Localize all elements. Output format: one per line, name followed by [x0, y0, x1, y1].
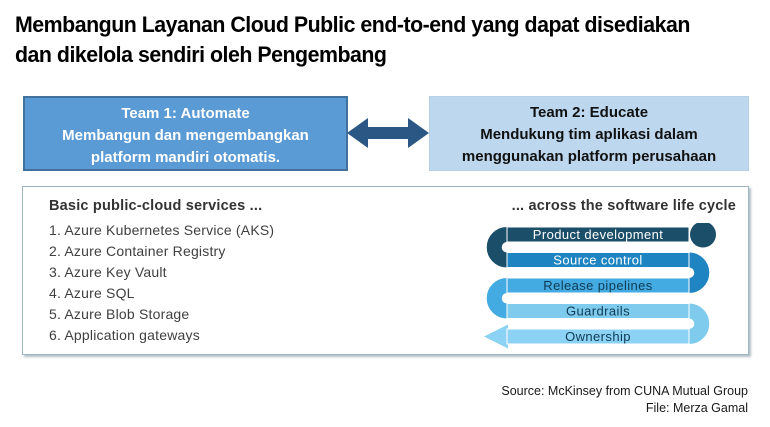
stage-bar-product-development	[506, 226, 690, 243]
team2-title: Team 2: Educate	[529, 104, 649, 121]
team1-line1: Membangun dan mengembangkan	[62, 127, 309, 144]
stage-bar-guardrails	[506, 303, 690, 319]
stage-label: Ownership	[565, 329, 631, 344]
list-item: 5. Azure Blob Storage	[49, 305, 190, 322]
snake-start-dot	[690, 223, 716, 248]
stage-label: Guardrails	[566, 304, 630, 319]
footer-source: Source: McKinsey from CUNA Mutual Group	[501, 384, 748, 398]
uturn-right-1	[688, 252, 710, 293]
footer: Source: McKinsey from CUNA Mutual Group …	[501, 383, 748, 416]
lifecycle-snake-diagram: Product development Source control Relea…	[484, 223, 716, 349]
double-arrow-icon	[347, 118, 429, 148]
stage-label: Source control	[553, 253, 642, 268]
team2-box: Team 2: Educate Mendukung tim aplikasi d…	[429, 96, 749, 171]
stage-bar-ownership	[506, 328, 690, 345]
uturn-left-1	[486, 227, 508, 268]
footer-file: File: Merza Gamal	[645, 400, 748, 415]
list-item: 2. Azure Container Registry	[49, 242, 226, 259]
stage-label: Release pipelines	[543, 278, 653, 293]
list-item: 6. Application gateways	[49, 326, 200, 343]
uturn-left-2	[486, 278, 508, 319]
team2-line1: Mendukung tim aplikasi dalam	[480, 126, 698, 143]
slide-title-line2: dan dikelola sendiri oleh Pengembang	[15, 42, 387, 67]
lifecycle-header: ... across the software life cycle	[511, 198, 736, 214]
stage-label: Product development	[533, 227, 663, 242]
stage-bar-release-pipelines	[506, 277, 690, 294]
slide-title: Membangun Layanan Cloud Public end-to-en…	[15, 10, 741, 70]
uturn-right-2	[688, 303, 710, 344]
content-panel: Basic public-cloud services ... ... acro…	[22, 186, 749, 355]
list-item: 4. Azure SQL	[49, 284, 135, 301]
azure-services-list: 1. Azure Kubernetes Service (AKS) 2. Azu…	[49, 220, 274, 345]
team1-title: Team 1: Automate	[121, 105, 250, 122]
stage-bar-source-control	[506, 252, 690, 268]
double-arrow-shape	[347, 118, 429, 148]
services-header: Basic public-cloud services ...	[49, 198, 263, 214]
team2-line2: menggunakan platform perusahaan	[461, 148, 717, 165]
team1-box: Team 1: Automate Membangun dan mengemban…	[23, 96, 348, 171]
team1-line2: platform mandiri otomatis.	[90, 149, 281, 166]
slide-title-line1: Membangun Layanan Cloud Public end-to-en…	[15, 12, 690, 37]
list-item: 1. Azure Kubernetes Service (AKS)	[49, 222, 275, 238]
snake-end-arrowhead-icon	[484, 324, 508, 349]
list-item: 3. Azure Key Vault	[49, 263, 167, 280]
